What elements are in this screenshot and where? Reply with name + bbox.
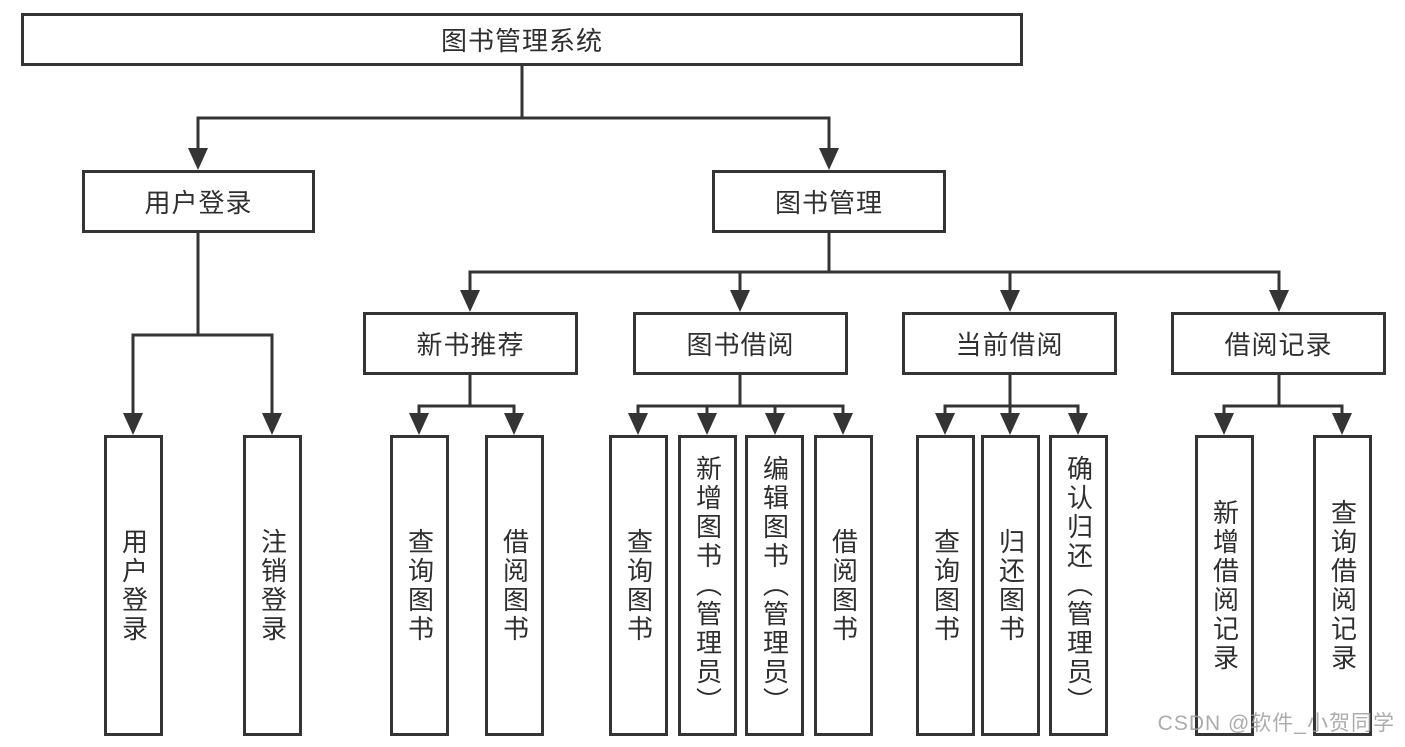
node-new-book-recommendation: 新书推荐 <box>363 312 578 375</box>
leaf-borrow-books-recommend: 借阅图书 <box>485 435 544 736</box>
leaf-return-book: 归还图书 <box>981 435 1040 736</box>
leaf-user-login: 用户登录 <box>104 435 163 736</box>
leaf-add-book-admin: 新增图书（管理员） <box>678 435 737 736</box>
arrowheads <box>123 148 1352 435</box>
leaf-add-borrow-record: 新增借阅记录 <box>1195 435 1254 736</box>
csdn-watermark: CSDN @软件_小贺同学 <box>1157 712 1395 735</box>
node-book-borrowing: 图书借阅 <box>633 312 848 375</box>
leaf-edit-book-admin: 编辑图书（管理员） <box>745 435 804 736</box>
node-label: 新书推荐 <box>416 330 525 360</box>
node-label: 借阅记录 <box>1224 330 1333 360</box>
node-label: 图书管理系统 <box>440 26 603 56</box>
node-borrowing-records: 借阅记录 <box>1171 312 1386 375</box>
leaf-query-books-current: 查询图书 <box>916 435 975 736</box>
leaf-confirm-return-admin: 确认归还（管理员） <box>1049 435 1108 736</box>
node-book-management: 图书管理 <box>712 170 946 233</box>
node-user-login: 用户登录 <box>82 170 315 233</box>
node-current-borrowing: 当前借阅 <box>902 312 1117 375</box>
leaf-query-borrow-record: 查询借阅记录 <box>1313 435 1372 736</box>
node-library-management-system: 图书管理系统 <box>21 13 1023 66</box>
leaf-logout: 注销登录 <box>243 435 302 736</box>
node-label: 用户登录 <box>144 188 253 218</box>
leaf-query-books-recommend: 查询图书 <box>390 435 449 736</box>
leaf-query-books-borrow: 查询图书 <box>609 435 668 736</box>
node-label: 图书借阅 <box>686 330 795 360</box>
node-label: 当前借阅 <box>955 330 1064 360</box>
node-label: 图书管理 <box>774 188 883 218</box>
leaf-borrow-books: 借阅图书 <box>814 435 873 736</box>
